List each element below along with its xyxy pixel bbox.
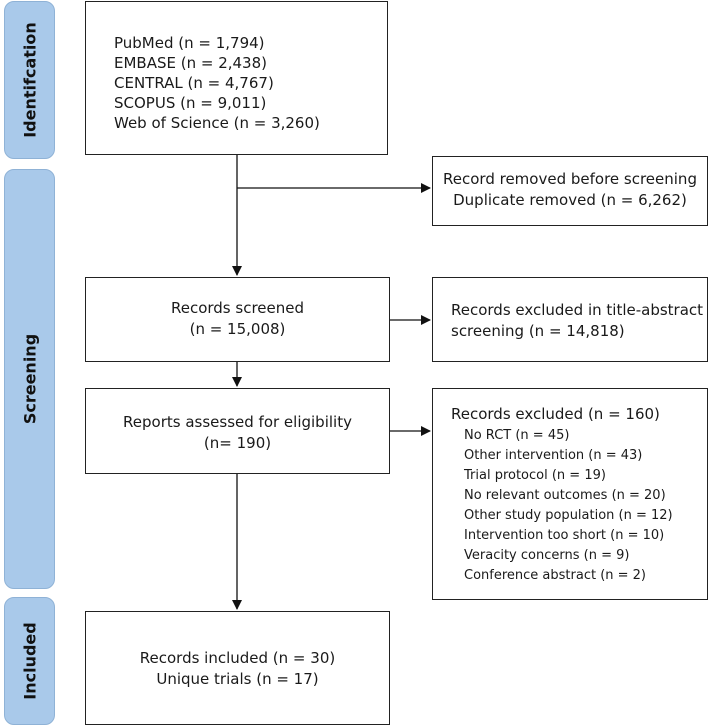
records-excluded-box: Records excluded (n = 160) No RCT (n = 4…: [432, 388, 708, 600]
records-screened-box: Records screened (n = 15,008): [85, 277, 390, 362]
exclusion-reason: Intervention too short (n = 10): [464, 528, 665, 543]
screened-count: (n = 15,008): [189, 320, 286, 338]
source-scopus: SCOPUS (n = 9,011): [114, 94, 267, 112]
exclusion-reason: No relevant outcomes (n = 20): [464, 488, 666, 503]
eligibility-title: Reports assessed for eligibility: [123, 413, 352, 431]
excluded-title-abstract-line2: screening (n = 14,818): [451, 322, 625, 340]
exclusion-reason: Veracity concerns (n = 9): [464, 548, 630, 563]
exclusion-reason: No RCT (n = 45): [464, 428, 570, 443]
eligibility-count: (n= 190): [203, 434, 272, 452]
exclusion-reason: Conference abstract (n = 2): [464, 568, 647, 583]
included-box: Records included (n = 30) Unique trials …: [85, 611, 390, 725]
source-central: CENTRAL (n = 4,767): [114, 74, 274, 92]
excluded-title-abstract-line1: Records excluded in title-abstract: [451, 301, 704, 319]
source-web-of-science: Web of Science (n = 3,260): [114, 114, 320, 132]
exclusion-reason: Other intervention (n = 43): [464, 448, 643, 463]
removed-title: Record removed before screening: [443, 170, 697, 188]
excluded-title-abstract-box: Records excluded in title-abstract scree…: [432, 277, 708, 362]
exclusion-reason: Other study population (n = 12): [464, 508, 673, 523]
removed-before-screening-box: Record removed before screening Duplicat…: [432, 156, 708, 226]
included-unique-trials: Unique trials (n = 17): [156, 670, 319, 688]
included-records: Records included (n = 30): [139, 649, 336, 667]
exclusion-reason: Trial protocol (n = 19): [464, 468, 606, 483]
phase-identification: Identifcation: [4, 1, 55, 159]
screened-title: Records screened: [170, 299, 305, 317]
phase-included: Included: [4, 597, 55, 725]
records-excluded-title: Records excluded (n = 160): [451, 405, 660, 423]
identification-sources-box: PubMed (n = 1,794) EMBASE (n = 2,438) CE…: [85, 1, 388, 155]
removed-detail: Duplicate removed (n = 6,262): [453, 191, 687, 209]
eligibility-box: Reports assessed for eligibility (n= 190…: [85, 388, 390, 474]
phase-screening: Screening: [4, 169, 55, 589]
source-embase: EMBASE (n = 2,438): [114, 54, 267, 72]
source-pubmed: PubMed (n = 1,794): [114, 34, 265, 52]
